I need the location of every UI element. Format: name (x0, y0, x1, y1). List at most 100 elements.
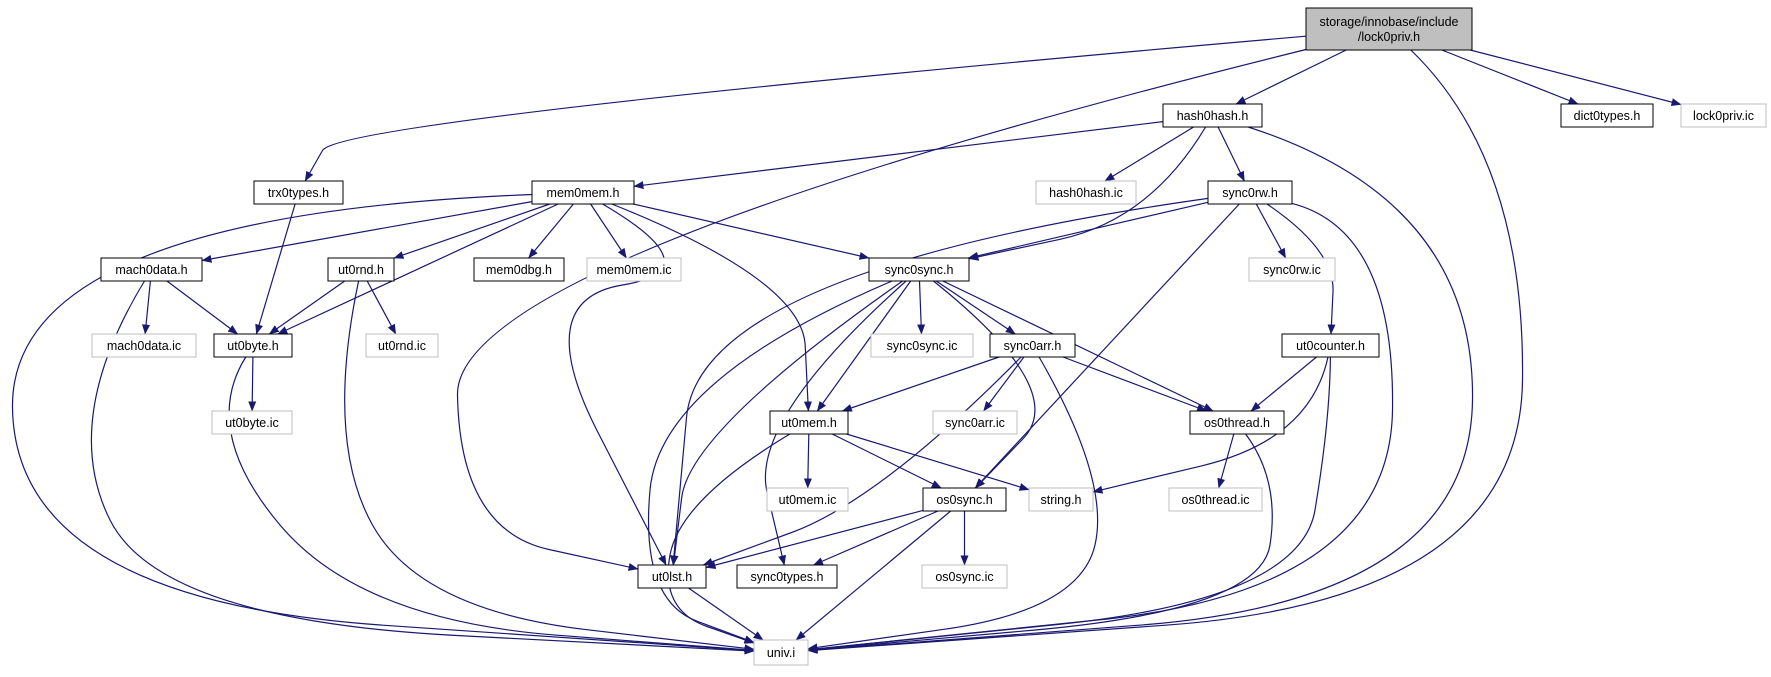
node-sync0rw-h[interactable]: sync0rw.h (1207, 180, 1293, 205)
node-label: ut0byte.ic (225, 416, 279, 430)
node-box (1680, 103, 1767, 128)
node-label: os0sync.h (936, 493, 992, 507)
node-label: mem0dbg.h (486, 263, 552, 277)
node-box (1035, 180, 1137, 205)
include-edge-sync0sync-h-to-univ-i (647, 280, 893, 643)
node-box (870, 333, 974, 358)
include-edge-ut0counter-h-to-os0thread-h (1250, 356, 1317, 412)
node-sync0types-h[interactable]: sync0types.h (736, 564, 838, 589)
node-box (91, 333, 197, 358)
node-label: mach0data.h (115, 263, 187, 277)
include-edge-mem0mem-h-to-mem0dbg-h (528, 203, 574, 259)
include-edge-mem0mem-h-to-ut0byte-h (277, 203, 559, 335)
include-edge-mem0mem-h-to-sync0sync-h (633, 203, 870, 260)
include-edge-sync0arr-h-to-ut0lst-h (702, 356, 1022, 566)
node-label: lock0priv.ic (1693, 109, 1754, 123)
node-label: os0sync.ic (935, 570, 993, 584)
node-box (1028, 487, 1094, 512)
node-ut0counter-h[interactable]: ut0counter.h (1281, 333, 1380, 358)
node-label: sync0sync.h (885, 263, 954, 277)
node-ut0mem-h[interactable]: ut0mem.h (769, 410, 849, 435)
include-edge-hash0hash-h-to-sync0sync-h (968, 126, 1207, 261)
include-edge-lock0priv-h-to-trx0types-h (304, 35, 1307, 182)
node-label: sync0rw.h (1222, 186, 1278, 200)
node-box (327, 257, 395, 282)
node-box (365, 333, 439, 358)
include-edge-ut0rnd-h-to-ut0byte-h (268, 280, 346, 335)
node-box (100, 257, 203, 282)
node-box (1305, 7, 1473, 51)
include-edge-lock0priv-h-to-ut0lst-h (456, 48, 1307, 571)
node-hash0hash-ic: hash0hash.ic (1035, 180, 1137, 205)
include-edge-sync0rw-h-to-os0sync-h (974, 203, 1240, 489)
node-label: sync0arr.h (1004, 339, 1062, 353)
include-edge-lock0priv-h-to-univ-i (807, 49, 1524, 654)
node-label: ut0mem.h (781, 416, 837, 430)
node-box (1560, 103, 1654, 128)
node-label: /lock0priv.h (1358, 30, 1420, 44)
node-box (922, 487, 1007, 512)
node-box (586, 257, 682, 282)
node-ut0rnd-ic: ut0rnd.ic (365, 333, 439, 358)
node-label: os0thread.ic (1181, 493, 1249, 507)
include-edge-sync0sync-h-to-os0sync-h (933, 280, 1036, 489)
node-label: os0thread.h (1204, 416, 1270, 430)
node-label: sync0arr.ic (945, 416, 1005, 430)
node-label: sync0sync.ic (887, 339, 958, 353)
node-box (769, 410, 849, 435)
node-label: string.h (1041, 493, 1082, 507)
node-trx0types-h[interactable]: trx0types.h (253, 180, 344, 205)
include-edge-ut0mem-h-to-ut0mem-ic (803, 433, 812, 489)
node-dict0types-h[interactable]: dict0types.h (1560, 103, 1654, 128)
node-sync0rw-ic: sync0rw.ic (1248, 257, 1336, 282)
node-os0thread-h[interactable]: os0thread.h (1189, 410, 1285, 435)
node-ut0byte-ic: ut0byte.ic (211, 410, 293, 435)
include-edge-lock0priv-h-to-lock0priv-ic (1470, 49, 1682, 106)
node-ut0byte-h[interactable]: ut0byte.h (213, 333, 293, 358)
node-mem0mem-h[interactable]: mem0mem.h (531, 180, 635, 205)
include-edge-lock0priv-h-to-hash0hash-h (1235, 49, 1347, 105)
include-edge-hash0hash-h-to-hash0hash-ic (1104, 126, 1194, 182)
include-edge-sync0sync-h-to-sync0types-h (764, 280, 907, 566)
node-box (473, 257, 565, 282)
include-edge-sync0arr-h-to-sync0arr-ic (983, 356, 1025, 412)
include-edge-os0sync-h-to-univ-i (795, 510, 952, 641)
node-string-h: string.h (1028, 487, 1094, 512)
include-edge-os0thread-h-to-os0thread-ic (1217, 433, 1235, 489)
node-box (736, 564, 838, 589)
node-box (1281, 333, 1380, 358)
node-hash0hash-h[interactable]: hash0hash.h (1162, 103, 1263, 128)
node-ut0lst-h[interactable]: ut0lst.h (637, 564, 707, 589)
node-label: storage/innobase/include (1320, 15, 1459, 29)
include-edge-sync0rw-h-to-sync0rw-ic (1255, 203, 1287, 259)
node-box (868, 257, 970, 282)
include-edge-mem0mem-h-to-ut0lst-h (568, 203, 667, 566)
node-sync0sync-h[interactable]: sync0sync.h (868, 257, 970, 282)
node-mem0mem-ic: mem0mem.ic (586, 257, 682, 282)
node-ut0rnd-h[interactable]: ut0rnd.h (327, 257, 395, 282)
node-os0sync-h[interactable]: os0sync.h (922, 487, 1007, 512)
include-edge-ut0byte-h-to-univ-i (228, 356, 755, 654)
include-edge-mach0data-h-to-ut0byte-h (166, 280, 239, 335)
include-edge-mem0mem-h-to-ut0rnd-h (393, 203, 550, 259)
node-mem0dbg-h[interactable]: mem0dbg.h (473, 257, 565, 282)
node-label: sync0rw.ic (1263, 263, 1321, 277)
include-edge-sync0arr-h-to-ut0mem-h (841, 356, 1000, 412)
node-box (1207, 180, 1293, 205)
include-edge-ut0byte-h-to-ut0byte-ic (248, 356, 257, 412)
node-label: trx0types.h (268, 186, 329, 200)
node-box (932, 410, 1018, 435)
include-edge-sync0rw-h-to-ut0counter-h (1266, 203, 1336, 335)
node-label: ut0rnd.ic (378, 339, 426, 353)
node-univ-i: univ.i (753, 639, 809, 666)
node-label: mach0data.ic (107, 339, 181, 353)
include-edge-hash0hash-h-to-mem0mem-h (633, 121, 1164, 190)
include-edge-ut0counter-h-to-univ-i (807, 356, 1331, 653)
node-box (753, 639, 809, 666)
include-edge-trx0types-h-to-ut0byte-h (255, 203, 296, 335)
node-mach0data-h[interactable]: mach0data.h (100, 257, 203, 282)
node-lock0priv-h[interactable]: storage/innobase/include/lock0priv.h (1305, 7, 1473, 51)
node-sync0arr-h[interactable]: sync0arr.h (989, 333, 1076, 358)
node-os0thread-ic: os0thread.ic (1168, 487, 1263, 512)
